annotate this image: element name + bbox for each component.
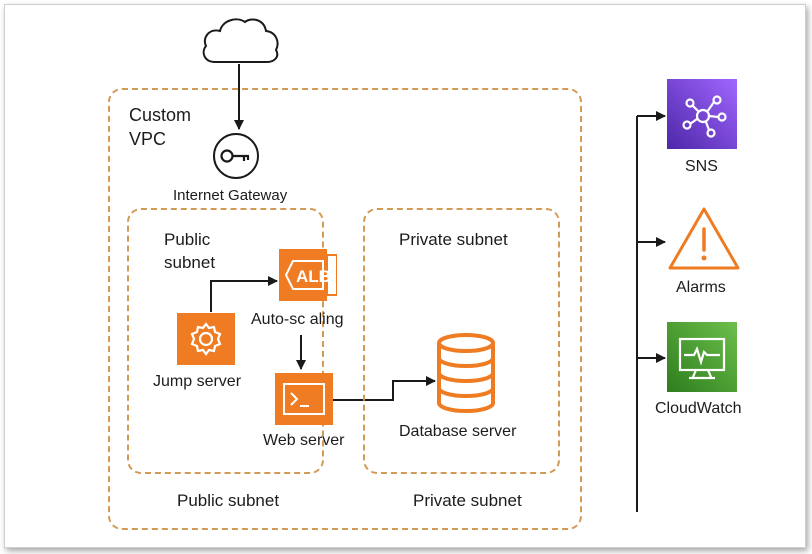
private-subnet-title: Private subnet	[399, 230, 508, 249]
load-balancer-icon-text: ALB	[296, 267, 331, 286]
internet-gateway-label: Internet Gateway	[173, 187, 288, 204]
load-balancer-icon: ALB	[279, 249, 337, 301]
public-subnet-footer: Public subnet	[177, 491, 280, 510]
private-subnet-boundary	[363, 208, 560, 474]
internet-gateway-icon	[213, 133, 259, 179]
alarm-warning-icon	[668, 207, 740, 270]
auto-scaling-label: Auto-sc aling	[251, 311, 344, 328]
database-icon	[437, 333, 495, 413]
public-subnet-boundary	[127, 208, 324, 474]
jump-to-alb-arrow	[210, 276, 278, 312]
web-server-icon	[275, 373, 333, 425]
jump-server-label: Jump server	[153, 373, 242, 390]
private-subnet-footer: Private subnet	[413, 491, 522, 510]
jump-server-icon	[177, 313, 235, 365]
sns-icon	[667, 79, 737, 149]
database-server-label: Database server	[399, 423, 517, 440]
cloud-icon	[202, 18, 279, 63]
vpc-label-line1: Custom	[129, 105, 192, 125]
vpc-boundary	[108, 88, 582, 530]
sns-label: SNS	[685, 158, 718, 175]
cloudwatch-monitor-icon	[667, 322, 737, 392]
web-server-label: Web server	[263, 432, 345, 449]
alarms-label: Alarms	[676, 279, 726, 296]
public-subnet-title-line1: Public	[164, 230, 211, 249]
vpc-label-line2: VPC	[129, 129, 167, 149]
cloudwatch-label: CloudWatch	[655, 400, 742, 417]
public-subnet-title-line2: subnet	[164, 253, 216, 272]
